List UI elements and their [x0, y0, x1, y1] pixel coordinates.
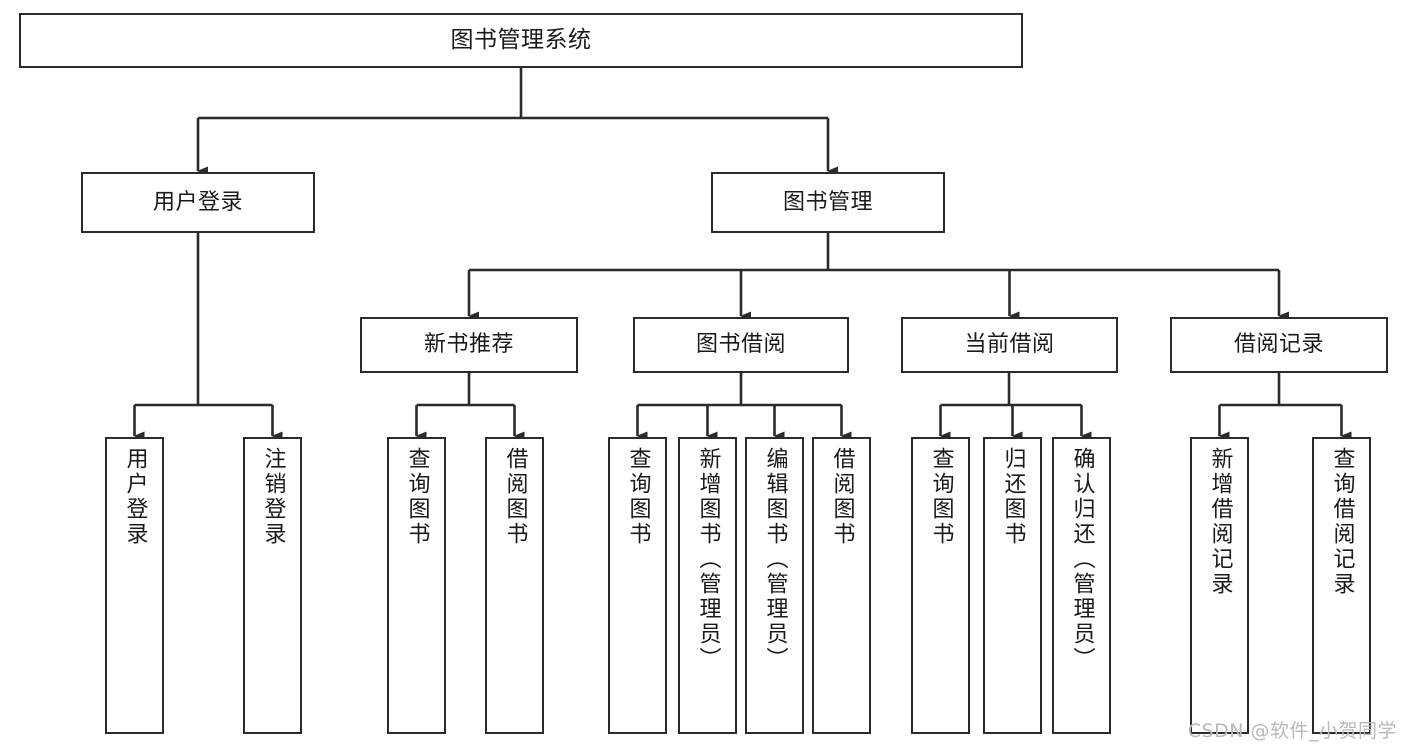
node-label: 当前借阅	[964, 332, 1055, 358]
node-leaf-9[interactable]: 查询图书	[911, 437, 970, 734]
node-label: 借阅图书	[502, 447, 528, 547]
node-label: 编辑图书（管理员）	[762, 447, 788, 672]
node-label: 查询图书	[625, 447, 651, 547]
node-label: 查询图书	[928, 447, 954, 547]
node-leaf-6[interactable]: 新增图书（管理员）	[678, 437, 737, 734]
node-label: 查询图书	[404, 447, 430, 547]
node-leaf-2[interactable]: 注销登录	[243, 437, 302, 734]
node-label: 用户登录	[122, 447, 148, 547]
node-label: 图书借阅	[695, 332, 786, 358]
node-book-manage[interactable]: 图书管理	[711, 172, 945, 233]
node-label: 图书管理系统	[450, 26, 592, 53]
node-leaf-11[interactable]: 确认归还（管理员）	[1052, 437, 1111, 734]
node-root[interactable]: 图书管理系统	[19, 13, 1023, 68]
node-label: 新增图书（管理员）	[695, 447, 721, 672]
node-label: 新增借阅记录	[1207, 447, 1233, 597]
node-label: 查询借阅记录	[1329, 447, 1355, 597]
node-label: 新书推荐	[423, 332, 514, 358]
node-leaf-4[interactable]: 借阅图书	[485, 437, 544, 734]
node-leaf-8[interactable]: 借阅图书	[812, 437, 871, 734]
node-leaf-12[interactable]: 新增借阅记录	[1190, 437, 1249, 734]
node-borrow-rec[interactable]: 借阅记录	[1170, 317, 1388, 373]
node-book-borrow[interactable]: 图书借阅	[633, 317, 849, 373]
node-user-login[interactable]: 用户登录	[81, 172, 315, 233]
node-label: 确认归还（管理员）	[1069, 447, 1095, 672]
node-leaf-3[interactable]: 查询图书	[387, 437, 446, 734]
node-label: 归还图书	[1000, 447, 1026, 547]
node-leaf-1[interactable]: 用户登录	[105, 437, 164, 734]
node-label: 借阅记录	[1233, 332, 1324, 358]
node-cur-borrow[interactable]: 当前借阅	[901, 317, 1118, 373]
node-label: 用户登录	[152, 189, 243, 215]
node-label: 图书管理	[782, 189, 873, 215]
node-label: 注销登录	[260, 447, 286, 547]
node-leaf-7[interactable]: 编辑图书（管理员）	[745, 437, 804, 734]
node-label: 借阅图书	[829, 447, 855, 547]
node-new-book-rec[interactable]: 新书推荐	[360, 317, 578, 373]
node-leaf-5[interactable]: 查询图书	[608, 437, 667, 734]
node-leaf-13[interactable]: 查询借阅记录	[1312, 437, 1371, 734]
node-leaf-10[interactable]: 归还图书	[983, 437, 1042, 734]
